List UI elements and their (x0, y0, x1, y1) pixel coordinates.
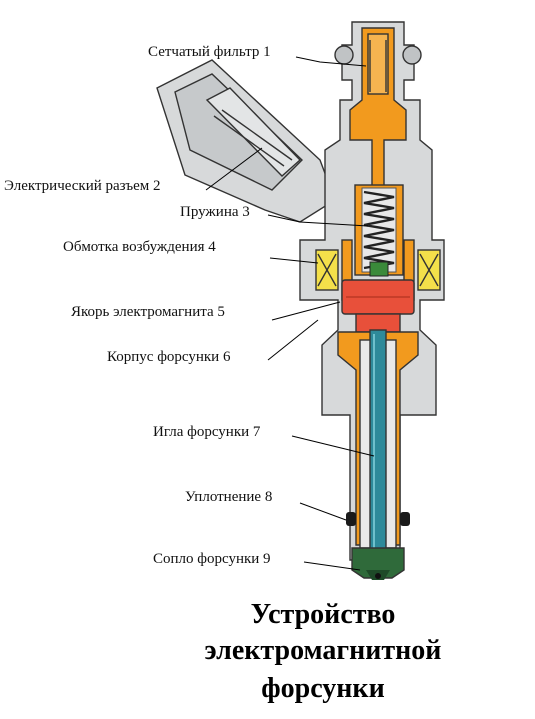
injector-needle (369, 329, 387, 553)
fuel-filter (349, 27, 407, 201)
title-line-1: Устройство (250, 599, 396, 630)
label-coil: Обмотка возбуждения 4 (63, 239, 216, 255)
labels: Сетчатый фильтр 1 Электрический разъем 2… (4, 44, 272, 567)
armature (341, 279, 415, 333)
label-filter: Сетчатый фильтр 1 (148, 44, 271, 60)
label-seal: Уплотнение 8 (185, 489, 272, 505)
label-body: Корпус форсунки 6 (107, 349, 231, 365)
label-needle: Игла форсунки 7 (153, 424, 261, 440)
electrical-connector (156, 59, 336, 223)
spring (354, 184, 404, 277)
excitation-coil (315, 239, 441, 301)
label-armature: Якорь электромагнита 5 (71, 304, 225, 320)
seals (346, 512, 410, 526)
label-connector: Электрический разъем 2 (4, 178, 161, 194)
nozzle (351, 547, 405, 580)
title-line-2: электромагнитной (204, 635, 442, 666)
label-spring: Пружина 3 (180, 204, 250, 220)
title-line-3: форсунки (261, 673, 385, 704)
label-nozzle: Сопло форсунки 9 (153, 551, 271, 567)
leader-lines (205, 56, 375, 571)
